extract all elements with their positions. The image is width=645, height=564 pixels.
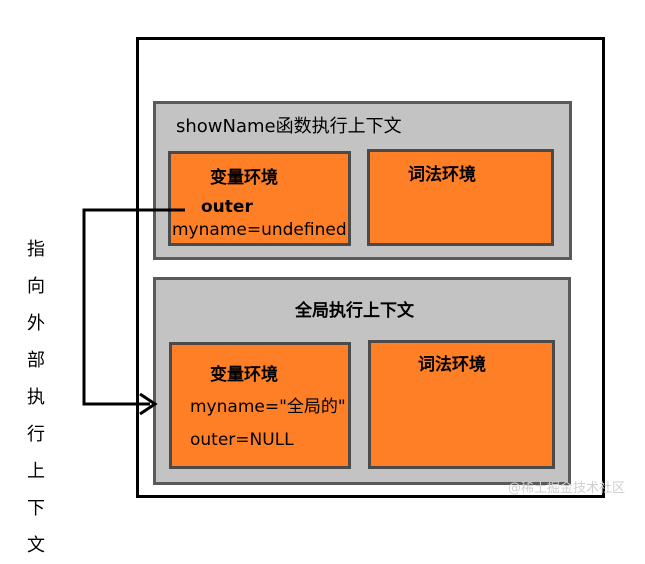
showname-myname-value: myname=undefined: [172, 220, 347, 240]
showname-context-title: showName函数执行上下文: [176, 116, 402, 137]
showname-lexical-env-label: 词法环境: [408, 165, 476, 185]
showname-variable-environment: [168, 151, 351, 246]
global-lexical-environment: [368, 340, 555, 469]
global-myname-value: myname="全局的": [190, 397, 346, 417]
watermark: @稀土掘金技术社区: [508, 481, 626, 496]
arrow-head-icon: [139, 392, 158, 416]
global-outer-value: outer=NULL: [190, 430, 294, 450]
global-lexical-env-label: 词法环境: [418, 355, 486, 375]
global-variable-env-label: 变量环境: [210, 365, 278, 385]
showname-lexical-environment: [367, 149, 554, 246]
outer-reference-line: [82, 208, 185, 406]
global-variable-environment: [169, 342, 351, 469]
showname-outer-label: outer: [201, 197, 253, 217]
showname-variable-env-label: 变量环境: [210, 168, 278, 188]
global-context-title: 全局执行上下文: [295, 301, 414, 321]
outer-reference-arrow: [82, 208, 185, 416]
